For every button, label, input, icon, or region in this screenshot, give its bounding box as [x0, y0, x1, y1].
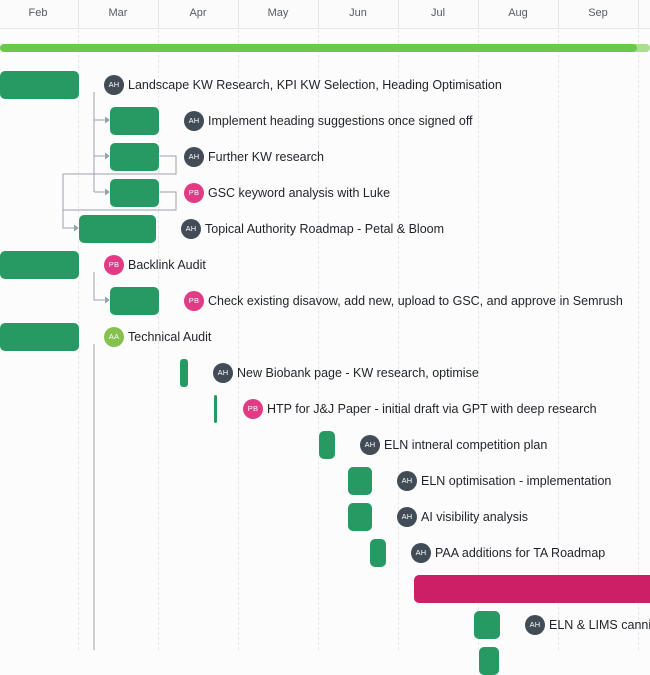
task-label[interactable]: PAA additions for TA Roadmap [435, 546, 606, 560]
task-bar[interactable] [0, 71, 79, 99]
month-gridline [558, 0, 559, 650]
task-bar[interactable] [0, 323, 79, 351]
task-label[interactable]: Topical Authority Roadmap - Petal & Bloo… [205, 222, 445, 236]
month-header-divider [158, 0, 159, 28]
task-label[interactable]: Backlink Audit [128, 258, 206, 272]
dependency-line [63, 191, 177, 211]
assignee-avatar[interactable]: AH [397, 507, 417, 527]
month-gridline [638, 0, 639, 650]
month-gridline [158, 0, 159, 650]
month-label-aug: Aug [508, 7, 528, 19]
dependency-line [93, 272, 106, 301]
task-label[interactable]: Implement heading suggestions once signe… [208, 114, 473, 128]
month-gridline [318, 0, 319, 650]
month-label-mar: Mar [108, 7, 128, 19]
task-label[interactable]: Check existing disavow, add new, upload … [208, 294, 623, 308]
task-label[interactable]: GSC keyword analysis with Luke [208, 186, 391, 200]
task-bar[interactable] [474, 611, 500, 639]
assignee-avatar[interactable]: AH [397, 471, 417, 491]
task-bar[interactable] [110, 287, 159, 315]
assignee-avatar[interactable]: PB [184, 291, 204, 311]
assignee-avatar[interactable]: AH [104, 75, 124, 95]
month-header-divider [78, 0, 79, 28]
assignee-avatar[interactable]: PB [243, 399, 263, 419]
month-label-apr: Apr [189, 7, 207, 19]
timeline-header: Feb Mar Apr May Jun Jul Aug Sep [0, 0, 650, 29]
task-bar[interactable] [110, 107, 159, 135]
task-bar[interactable] [110, 179, 159, 207]
assignee-avatar[interactable]: AH [184, 147, 204, 167]
assignee-avatar[interactable]: AH [360, 435, 380, 455]
task-label[interactable]: Technical Audit [128, 330, 212, 344]
month-label-jun: Jun [349, 7, 367, 19]
project-progress-fill [0, 44, 637, 52]
dependency-arrow [105, 152, 110, 160]
task-bar[interactable] [214, 395, 217, 423]
month-label-feb: Feb [28, 7, 48, 19]
dependency-arrow [105, 188, 110, 196]
assignee-avatar[interactable]: PB [104, 255, 124, 275]
task-label[interactable]: Landscape KW Research, KPI KW Selection,… [128, 78, 502, 92]
task-bar[interactable] [180, 359, 188, 387]
assignee-avatar[interactable]: AH [411, 543, 431, 563]
month-label-may: May [267, 7, 289, 19]
month-label-jul: Jul [430, 7, 446, 19]
task-bar[interactable] [348, 467, 372, 495]
task-label[interactable]: ELN & LIMS canni [549, 618, 650, 632]
task-bar[interactable] [370, 539, 386, 567]
task-bar[interactable] [319, 431, 335, 459]
assignee-avatar[interactable]: AA [104, 327, 124, 347]
task-label[interactable]: Further KW research [208, 150, 325, 164]
month-gridline [238, 0, 239, 650]
assignee-avatar[interactable]: AH [181, 219, 201, 239]
dependency-arrow [105, 116, 110, 124]
month-header-divider [638, 0, 639, 28]
dependency-lines [62, 92, 177, 650]
project-progress-bar[interactable] [0, 44, 650, 52]
task-bar[interactable] [0, 251, 79, 279]
assignee-avatar[interactable]: AH [213, 363, 233, 383]
dependency-arrow [105, 296, 110, 304]
month-header-divider [558, 0, 559, 28]
month-gridline [478, 0, 479, 650]
month-header-divider [478, 0, 479, 28]
task-bar[interactable] [110, 143, 159, 171]
task-bar[interactable] [348, 503, 372, 531]
task-bar[interactable] [79, 215, 156, 243]
task-label[interactable]: ELN intneral competition plan [384, 438, 548, 452]
task-bar[interactable] [414, 575, 650, 603]
month-header-divider [398, 0, 399, 28]
task-label[interactable]: HTP for J&J Paper - initial draft via GP… [267, 402, 597, 416]
task-label[interactable]: ELN optimisation - implementation [421, 474, 612, 488]
assignee-avatar[interactable]: AH [525, 615, 545, 635]
assignee-avatar[interactable]: PB [184, 183, 204, 203]
dependency-arrow [74, 224, 79, 232]
month-header-divider [238, 0, 239, 28]
month-gridline [398, 0, 399, 650]
month-header-divider [318, 0, 319, 28]
task-label[interactable]: AI visibility analysis [421, 510, 528, 524]
dependency-line [62, 155, 177, 229]
month-label-sep: Sep [588, 7, 608, 19]
assignee-avatar[interactable]: AH [184, 111, 204, 131]
task-bar[interactable] [479, 647, 499, 675]
task-label[interactable]: New Biobank page - KW research, optimise [237, 366, 479, 380]
